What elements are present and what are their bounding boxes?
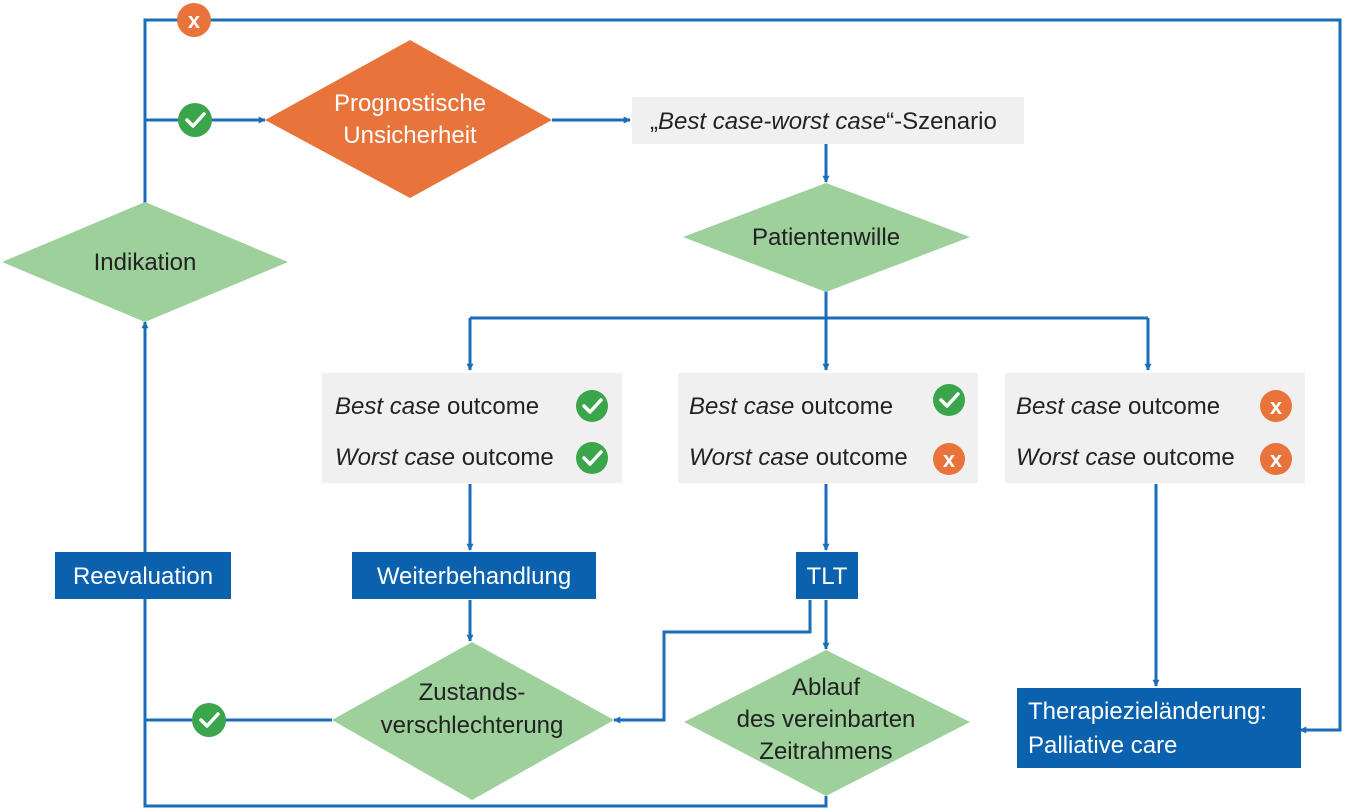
x-circle-icon: x xyxy=(933,443,965,475)
prognostic-label-line1: Prognostische xyxy=(334,90,486,117)
decision-patientenwille: Patientenwille xyxy=(683,183,970,292)
tlt-box: TLT xyxy=(796,552,858,599)
prognostic-label-line2: Unsicherheit xyxy=(343,122,477,149)
indikation-label: Indikation xyxy=(94,249,197,276)
outcome-right-worst: Worst case outcome xyxy=(1016,444,1235,471)
outcome-box-left: Best case outcome Worst case outcome xyxy=(322,373,622,483)
decision-prognostic: Prognostische Unsicherheit xyxy=(265,40,552,198)
svg-text:x: x xyxy=(188,8,201,33)
ablauf-label-line1: Ablauf xyxy=(792,674,860,701)
ablauf-label-line3: Zeitrahmens xyxy=(759,738,892,765)
ablauf-label-line2: des vereinbarten xyxy=(737,706,916,733)
svg-text:x: x xyxy=(1270,447,1283,472)
svg-text:x: x xyxy=(1270,394,1283,419)
outcome-mid-best: Best case outcome xyxy=(689,393,893,420)
decision-indikation: Indikation xyxy=(2,202,288,322)
reevaluation-box: Reevaluation xyxy=(55,552,231,599)
weiterbehandlung-label: Weiterbehandlung xyxy=(377,563,571,590)
reevaluation-label: Reevaluation xyxy=(73,563,213,590)
scenario-box: „Best case-worst case“-Szenario xyxy=(632,97,1024,144)
zustand-label-line2: verschlechterung xyxy=(381,712,564,739)
connectors xyxy=(141,18,1342,808)
check-circle-icon xyxy=(933,384,965,416)
x-circle-icon: x xyxy=(1260,390,1292,422)
check-circle-icon xyxy=(192,703,226,737)
tlt-label: TLT xyxy=(807,563,848,590)
weiterbehandlung-box: Weiterbehandlung xyxy=(352,552,596,599)
scenario-label: „Best case-worst case“-Szenario xyxy=(650,108,997,135)
patientenwille-label: Patientenwille xyxy=(752,224,900,251)
therapie-box: Therapiezieländerung: Palliative care xyxy=(1017,688,1301,768)
x-circle-icon: x xyxy=(177,3,211,37)
zustand-label-line1: Zustands- xyxy=(419,679,526,706)
check-circle-icon xyxy=(178,103,212,137)
x-circle-icon: x xyxy=(1260,443,1292,475)
check-circle-icon xyxy=(576,442,608,474)
therapie-label-line1: Therapiezieländerung: xyxy=(1028,698,1267,725)
outcome-mid-worst: Worst case outcome xyxy=(689,444,908,471)
outcome-box-right: Best case outcome Worst case outcome x x xyxy=(1005,373,1305,483)
check-circle-icon xyxy=(576,390,608,422)
outcome-left-best: Best case outcome xyxy=(335,393,539,420)
decision-zustand: Zustands- verschlechterung xyxy=(332,642,614,800)
outcome-box-mid: Best case outcome Worst case outcome x xyxy=(678,373,978,483)
decision-ablauf: Ablauf des vereinbarten Zeitrahmens xyxy=(684,650,970,796)
therapie-label-line2: Palliative care xyxy=(1028,732,1177,759)
connector-indikation-top xyxy=(143,18,1342,734)
connector-tlt-zustand xyxy=(613,600,812,724)
outcome-right-best: Best case outcome xyxy=(1016,393,1220,420)
x-glyph: x xyxy=(943,447,956,472)
outcome-left-worst: Worst case outcome xyxy=(335,444,554,471)
connector-patientenwille-branches xyxy=(470,290,1148,320)
